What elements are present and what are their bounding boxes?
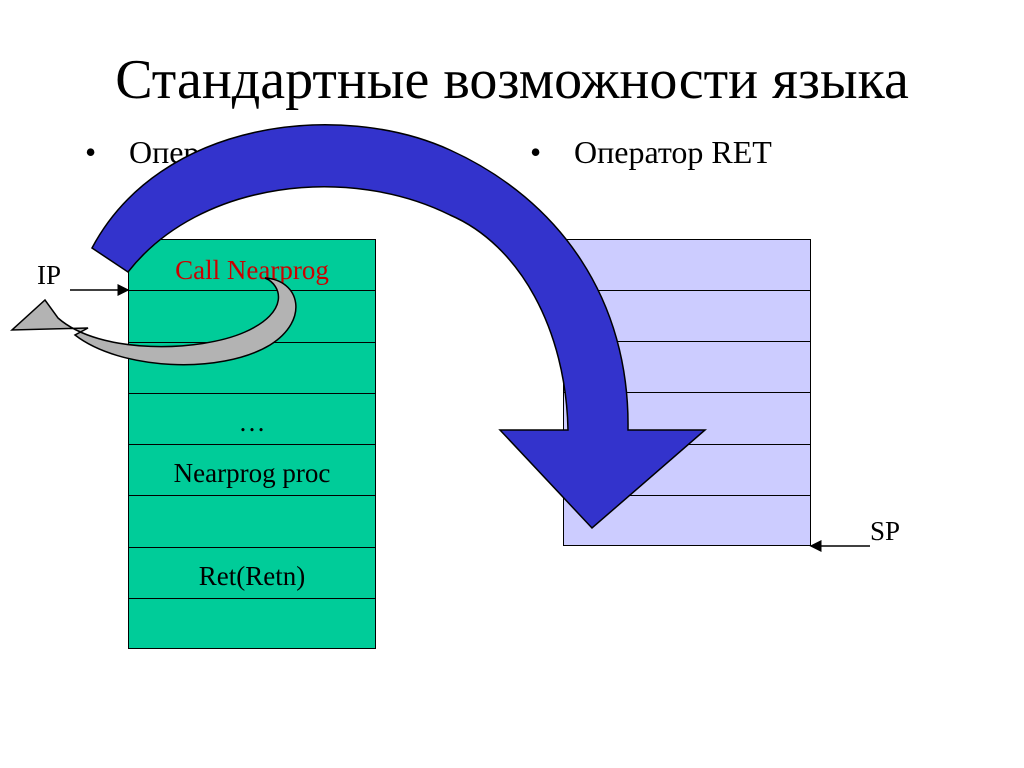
slide-title: Стандартные возможности языка <box>115 49 909 111</box>
code-cell-proc: Nearprog proc <box>129 445 375 497</box>
bullet-dot: • <box>530 134 542 170</box>
bullet-text: Оператор RET <box>574 134 772 170</box>
stack-cell <box>564 291 810 343</box>
code-cell-ellipsis: … <box>129 394 375 445</box>
bullet-dot: • <box>85 134 97 170</box>
code-cell <box>129 343 375 394</box>
call-jump-arrow <box>91 124 708 530</box>
code-cell <box>129 496 375 548</box>
sp-label: SP <box>870 516 901 546</box>
code-cell-ret: Ret(Retn) <box>129 548 375 599</box>
return-arrow <box>10 277 297 366</box>
code-segment-table: Call Nearprog … Nearprog proc Ret(Retn) <box>128 239 376 649</box>
stack-cell <box>564 240 810 292</box>
code-cell-call: Call Nearprog <box>129 240 375 292</box>
ip-label: IP <box>37 260 62 290</box>
stack-cell <box>564 342 810 394</box>
stack-cell <box>564 445 810 496</box>
bullet-operator-ret: • Оператор RET <box>530 130 772 174</box>
